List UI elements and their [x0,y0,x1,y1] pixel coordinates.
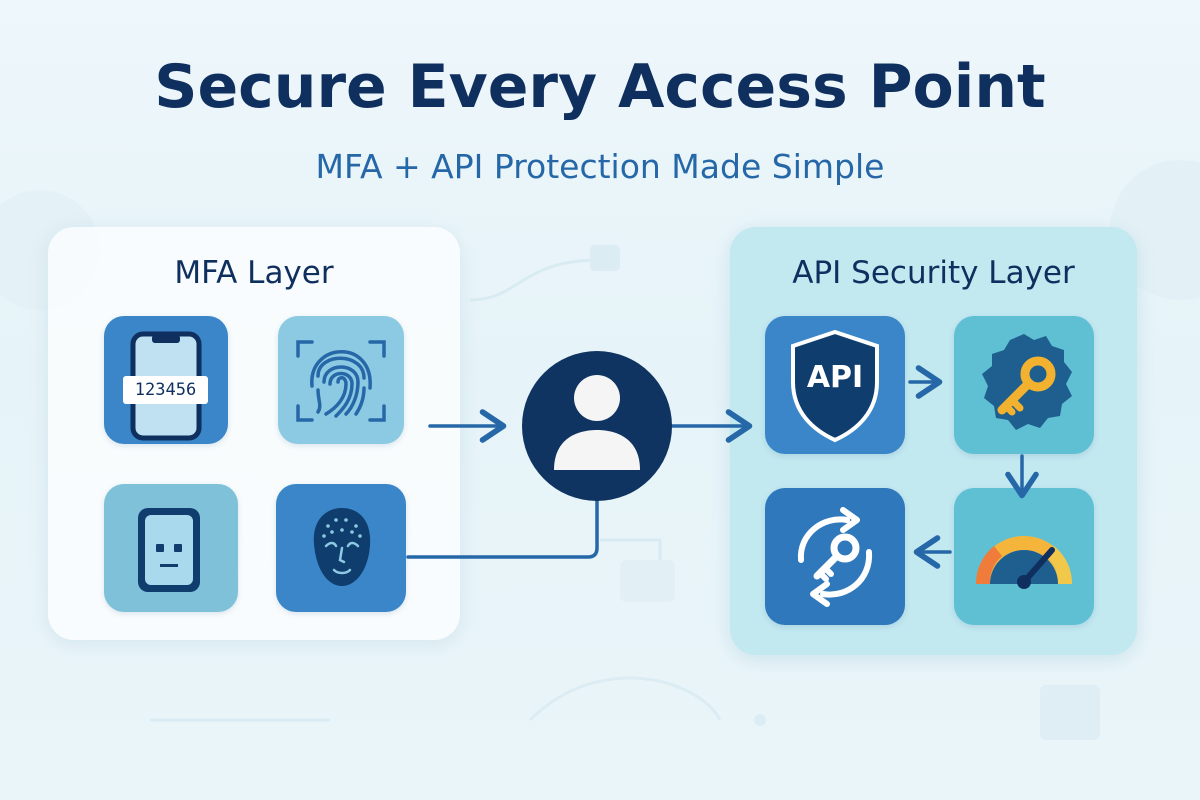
api-label: API [806,360,864,395]
fingerprint-tile[interactable] [278,316,404,444]
device-face-tile[interactable] [104,484,238,612]
face-recognition-tile[interactable] [276,484,406,612]
device-face-icon [138,508,200,592]
page-title: Secure Every Access Point [154,52,1046,122]
api-shield-icon [791,329,879,443]
mfa-layer-title: MFA Layer [174,255,334,291]
api-security-title: API Security Layer [792,255,1075,291]
otp-code: 123456 [123,376,208,404]
mfa-layer-panel: MFA Layer 123456 [48,227,460,640]
speedometer-icon [975,536,1073,589]
fingerprint-icon [296,340,386,422]
key-rotation-tile[interactable] [765,488,905,625]
key-rotation-icon [797,507,873,607]
face-recognition-icon [313,508,371,586]
key-tile[interactable] [954,316,1094,454]
otp-smartphone-tile[interactable]: 123456 [104,316,228,444]
api-security-panel: API Security Layer API [730,227,1137,655]
speedometer-tile[interactable] [954,488,1094,625]
key-icon [982,334,1072,430]
api-shield-tile[interactable]: API [765,316,905,454]
page-subtitle: MFA + API Protection Made Simple [315,147,885,186]
